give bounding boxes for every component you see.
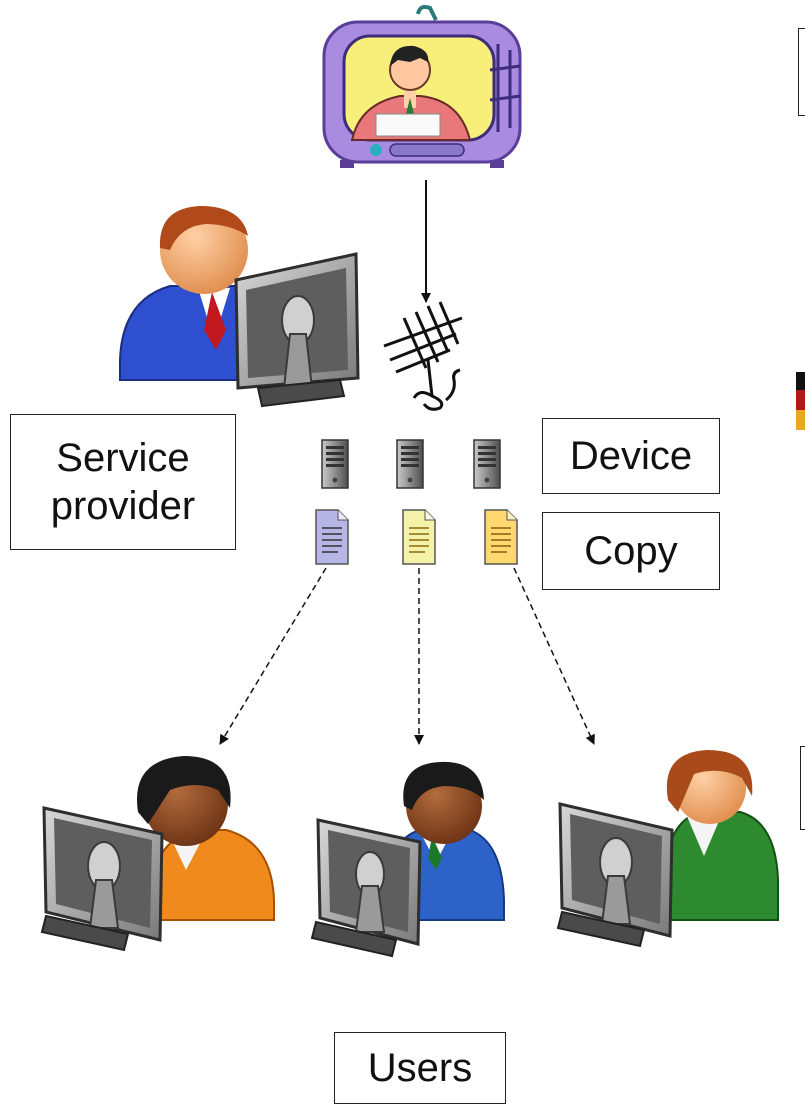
- user-blue-icon: [310, 761, 505, 958]
- copy-text: Copy: [584, 529, 678, 573]
- document-icon: [484, 509, 518, 565]
- document-icon: [315, 509, 349, 565]
- user-green-icon: [556, 750, 779, 948]
- tv-icon: [322, 4, 522, 168]
- cropped-box-top: [798, 28, 805, 116]
- users-text: Users: [367, 1046, 473, 1090]
- service-provider-label: Service provider: [10, 414, 236, 550]
- provider-at-computer-icon: [119, 206, 360, 408]
- service-provider-line1: Service: [56, 436, 190, 480]
- cropped-edge-elements: [796, 372, 805, 430]
- cropped-box-bottom: [800, 746, 805, 830]
- antenna-icon: [383, 301, 463, 411]
- distribution-arrow-left: [219, 567, 327, 745]
- document-icon: [402, 509, 436, 565]
- device-text: Device: [569, 434, 693, 478]
- distribution-arrow-right: [513, 567, 595, 745]
- service-provider-line2: provider: [50, 484, 196, 528]
- user-orange-icon: [40, 756, 275, 952]
- device-label: Device: [542, 418, 720, 494]
- copy-label: Copy: [542, 512, 720, 590]
- server-icon: [396, 439, 424, 489]
- users-label: Users: [334, 1032, 506, 1104]
- server-icon: [321, 439, 349, 489]
- server-icon: [473, 439, 501, 489]
